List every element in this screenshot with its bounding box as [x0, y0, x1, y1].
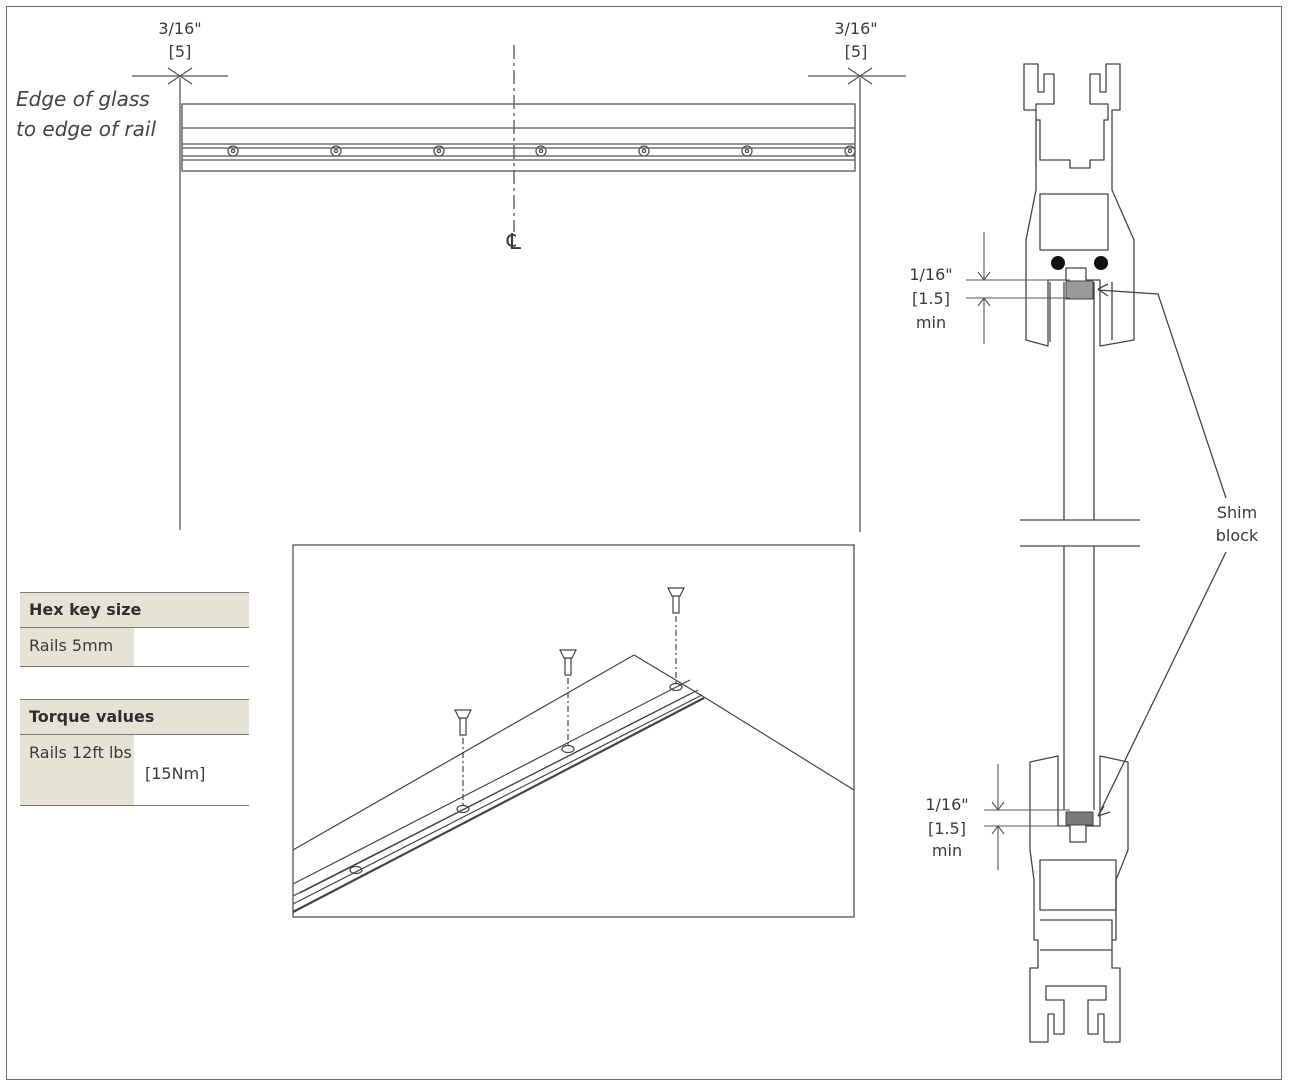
- bottom-gap-fraction: 1/16": [925, 795, 969, 814]
- gap-dimension-lines: [966, 232, 1070, 870]
- shim-label-line1: Shim: [1216, 503, 1258, 522]
- rail-outline: [181, 103, 856, 172]
- torque-cell-fill: [20, 735, 134, 805]
- shim-leader-lines: [1097, 283, 1227, 817]
- inset-screw-axes: [462, 616, 677, 806]
- rail-elevation: [179, 45, 861, 532]
- torque-table-header: Torque values: [20, 699, 249, 735]
- drawing-frame: [6, 6, 1282, 1080]
- left-dimension-fraction: 3/16": [158, 19, 202, 38]
- rail-screws: [227, 145, 856, 157]
- bottom-shim-block: [1065, 811, 1094, 826]
- shim-label-line2: block: [1215, 526, 1259, 545]
- edge-dimension-arrows: [132, 67, 906, 85]
- right-dimension-metric: [5]: [844, 42, 868, 61]
- left-dimension-metric: [5]: [168, 42, 192, 61]
- torque-table-row: Rails 12ft lbs [15Nm]: [20, 735, 249, 806]
- right-dimension-fraction: 3/16": [834, 19, 878, 38]
- bottom-gap-min: min: [931, 841, 963, 860]
- inset-holes: [349, 682, 683, 875]
- edge-label-line1: Edge of glass: [16, 87, 150, 111]
- inset-frame: [292, 544, 855, 918]
- hex-key-row-text: Rails 5mm: [29, 636, 114, 655]
- top-gap-fraction: 1/16": [909, 265, 953, 284]
- gasket-seals: [1051, 256, 1108, 270]
- bottom-gap-metric: [1.5]: [928, 819, 966, 838]
- top-gap-min: min: [915, 313, 947, 332]
- inset-screws: [454, 587, 685, 736]
- hex-key-table-row: Rails 5mm: [20, 628, 249, 667]
- hex-key-table-header: Hex key size: [20, 592, 249, 628]
- top-gap-metric: [1.5]: [912, 289, 950, 308]
- centerline-symbol: ℄: [506, 230, 522, 255]
- section-view: [1020, 63, 1140, 1043]
- torque-row-line1: Rails 12ft lbs: [29, 743, 132, 762]
- top-shim-block: [1065, 280, 1094, 300]
- hex-key-cell-fill: [20, 628, 134, 666]
- torque-row-line2: [15Nm]: [145, 764, 206, 783]
- inset-detail: [292, 544, 855, 918]
- torque-table: Torque values Rails 12ft lbs [15Nm]: [20, 699, 249, 806]
- edge-label-line2: to edge of rail: [16, 117, 157, 141]
- bottom-rail-profile: [1029, 755, 1129, 1043]
- hex-key-table: Hex key size Rails 5mm: [20, 592, 249, 667]
